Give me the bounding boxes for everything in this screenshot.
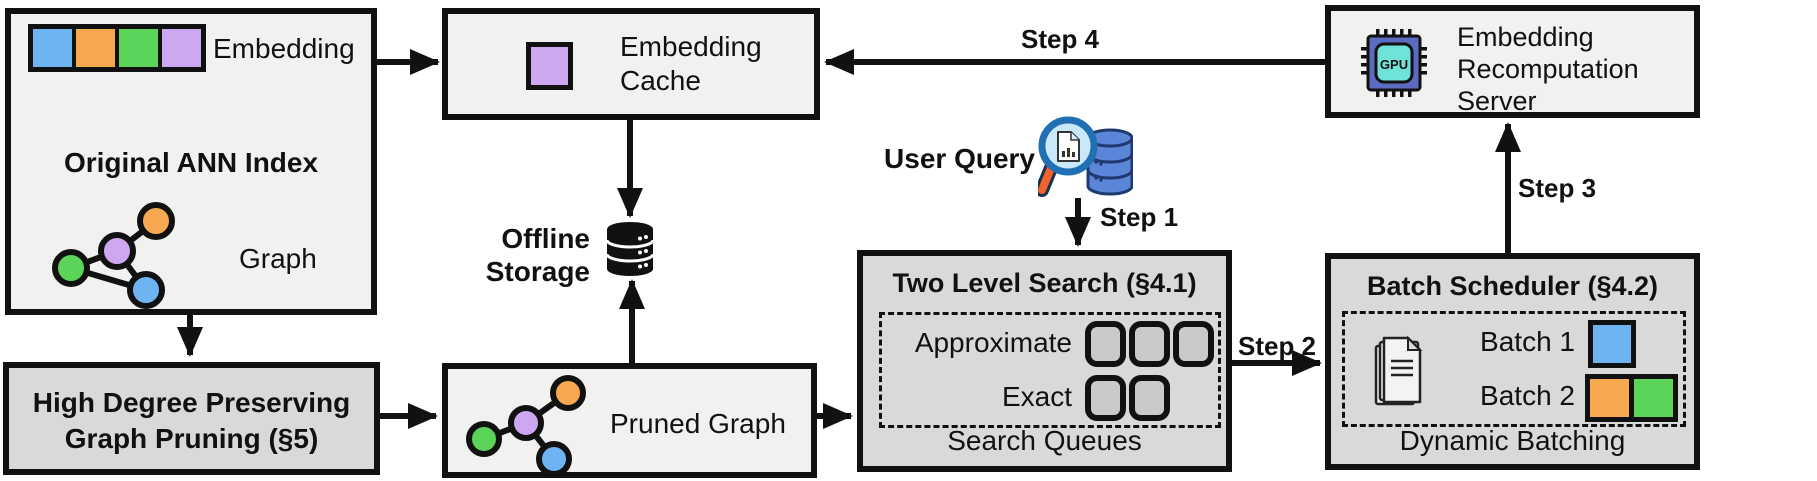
batch-2-square-green: [1634, 379, 1673, 417]
embedding-cell-green: [119, 29, 158, 67]
batch-2-squares: [1585, 374, 1678, 422]
recomputation-server-label: Embedding Recomputation Server: [1457, 22, 1639, 116]
pruned-graph-label: Pruned Graph: [610, 408, 786, 439]
embedding-vector-icon: [28, 24, 206, 72]
approximate-queue-label: Approximate: [914, 327, 1072, 358]
cached-embedding-square: [526, 42, 573, 90]
user-query-label: User Query: [884, 143, 1035, 174]
original-ann-index-title: Original ANN Index: [63, 147, 319, 178]
step-3-label: Step 3: [1518, 173, 1597, 203]
dynamic-batching-footer: Dynamic Batching: [1399, 425, 1626, 456]
embedding-cache-label: Embedding Cache: [620, 31, 762, 96]
exact-queue-label: Exact: [1001, 381, 1072, 412]
graph-node-purple: [98, 232, 136, 270]
batch-scheduler-title: Batch Scheduler (§4.2): [1366, 271, 1659, 301]
embedding-cell-purple: [162, 29, 201, 67]
original-ann-index-box: Embedding Original ANN Index Graph: [5, 8, 377, 315]
graph-pruning-box: High Degree Preserving Graph Pruning (§5…: [3, 362, 380, 475]
embedding-cell-blue: [33, 29, 72, 67]
pruned-graph-box: Pruned Graph: [442, 363, 817, 478]
queue-slot: [1129, 375, 1170, 421]
dynamic-batching-panel: Batch 1 Batch 2: [1342, 311, 1686, 427]
approximate-queue-slots: [1085, 321, 1214, 367]
batch-scheduler-box: Batch Scheduler (§4.2) Batch 1 Batch 2 D…: [1325, 253, 1700, 470]
step-2-label: Step 2: [1237, 331, 1317, 361]
batch-1-label: Batch 1: [1480, 326, 1575, 357]
queue-slot: [1173, 321, 1214, 367]
pruned-graph-icon: [466, 375, 586, 477]
batch-2-square-orange: [1590, 379, 1629, 417]
graph-node-green: [52, 249, 90, 287]
offline-storage-label: Offline Storage: [485, 223, 590, 287]
graph-label: Graph: [239, 243, 317, 274]
recomputation-server-box: GPU Embedding Recomputation Server: [1325, 5, 1700, 118]
exact-queue-slots: [1085, 375, 1170, 421]
graph-node-green: [466, 421, 502, 457]
search-queues-footer: Search Queues: [947, 425, 1142, 456]
embedding-cache-box: Embedding Cache: [442, 8, 820, 120]
embedding-cell-orange: [76, 29, 115, 67]
documents-icon: [1374, 335, 1423, 406]
graph-pruning-label: High Degree Preserving Graph Pruning (§5…: [32, 387, 351, 454]
original-graph-icon: [52, 202, 175, 309]
graph-node-orange: [137, 202, 175, 240]
search-queues-panel: Approximate Exact: [879, 312, 1221, 428]
step-4-label: Step 4: [1020, 24, 1100, 54]
two-level-search-box: Two Level Search (§4.1) Approximate Exac…: [857, 250, 1232, 472]
gpu-chip-text: GPU: [1380, 57, 1408, 72]
queue-slot: [1085, 321, 1126, 367]
step-1-label: Step 1: [1100, 202, 1179, 232]
batch-2-label: Batch 2: [1480, 380, 1575, 411]
graph-node-orange: [550, 375, 586, 411]
graph-node-blue: [536, 441, 572, 477]
embedding-label: Embedding: [213, 33, 355, 64]
queue-slot: [1085, 375, 1126, 421]
batch-1-square-blue: [1588, 320, 1636, 368]
graph-node-purple: [508, 405, 544, 441]
offline-storage-icon: [605, 222, 655, 276]
gpu-chip-icon: GPU: [1361, 29, 1427, 97]
queue-slot: [1129, 321, 1170, 367]
graph-node-blue: [127, 271, 165, 309]
two-level-search-title: Two Level Search (§4.1): [892, 268, 1197, 298]
user-query-icon: [1038, 116, 1133, 197]
